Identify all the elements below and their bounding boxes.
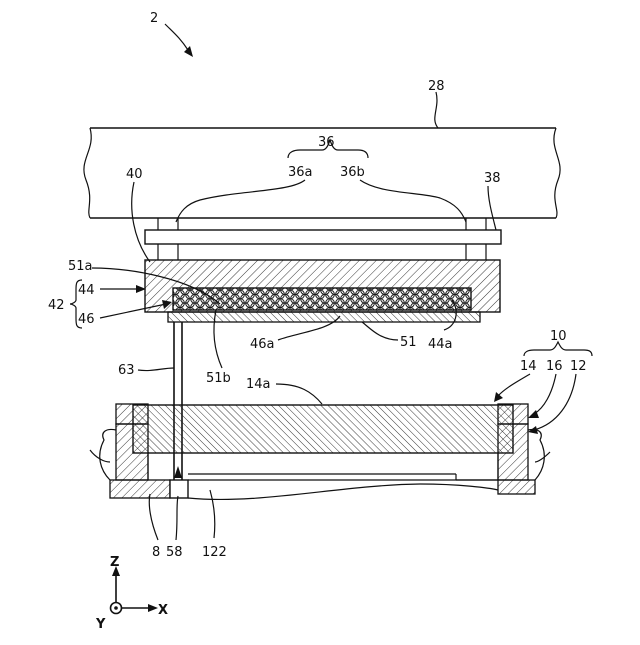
label-122: 122: [202, 545, 227, 560]
label-36a: 36a: [288, 165, 313, 180]
label-46a: 46a: [250, 337, 275, 352]
label-38: 38: [484, 171, 501, 186]
label-8: 8: [152, 545, 160, 560]
label-42: 42: [48, 298, 65, 313]
assembly-10: [90, 404, 550, 499]
label-16: 16: [546, 359, 563, 374]
axis-z-label: Z: [110, 555, 119, 570]
label-36b: 36b: [340, 165, 365, 180]
label-58: 58: [166, 545, 183, 560]
axis-y-label: Y: [95, 617, 106, 632]
label-44: 44: [78, 283, 95, 298]
label-14: 14: [520, 359, 537, 374]
probe-63: [174, 322, 182, 480]
axis-x-label: X: [158, 603, 168, 618]
layer-38: [145, 218, 501, 260]
label-2: 2: [150, 11, 158, 26]
label-12: 12: [570, 359, 587, 374]
label-44a: 44a: [428, 337, 453, 352]
label-51a: 51a: [68, 259, 93, 274]
axes-indicator: Z X Y: [95, 555, 168, 632]
label-51: 51: [400, 335, 417, 350]
label-40: 40: [126, 167, 143, 182]
label-63: 63: [118, 363, 135, 378]
label-51b: 51b: [206, 371, 231, 386]
block-44: [145, 260, 500, 312]
label-10: 10: [550, 329, 567, 344]
label-46: 46: [78, 312, 95, 327]
label-28: 28: [428, 79, 445, 94]
label-36: 36: [318, 135, 335, 150]
label-14a: 14a: [246, 377, 271, 392]
